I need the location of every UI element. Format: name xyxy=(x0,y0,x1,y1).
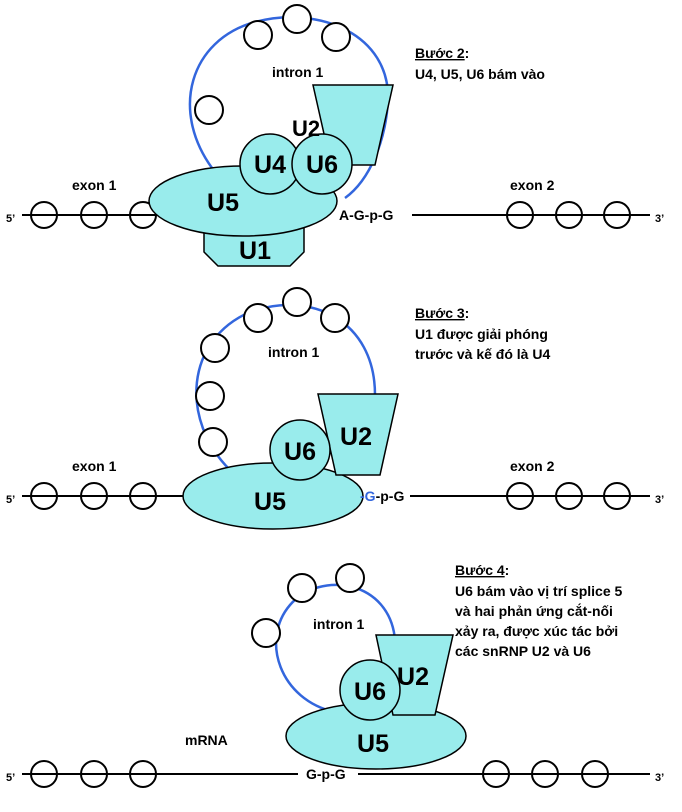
intron-bead xyxy=(287,573,317,603)
u6-label: U6 xyxy=(354,678,386,706)
intron-label: intron 1 xyxy=(313,616,365,632)
junction-gap xyxy=(298,764,358,784)
panel-step-2: U2 U4 U6 U5 U1 intron 1 exon 1 exon 2 A-… xyxy=(6,4,664,267)
panel-step-4: U2 U6 U5 intron 1 mRNA G-p-G 5’ 3’ Bước … xyxy=(6,562,664,788)
u5-label: U5 xyxy=(357,730,389,758)
exon-bead xyxy=(30,482,58,510)
junction-label: A-G-p-G xyxy=(339,207,394,223)
u2-label: U2 xyxy=(397,663,429,691)
step-4-desc-line: và hai phản ứng cắt-nối xyxy=(455,602,613,619)
step-3-title: Bước 3: xyxy=(415,305,469,321)
exon-bead xyxy=(80,482,108,510)
intron-label: intron 1 xyxy=(272,64,324,80)
exon-bead xyxy=(30,760,58,788)
intron-bead xyxy=(243,303,273,333)
five-prime-label: 5’ xyxy=(6,213,15,225)
junction-label: G-p-G xyxy=(306,766,346,782)
exon-bead xyxy=(482,760,510,788)
u6-label: U6 xyxy=(284,438,316,466)
exon-bead xyxy=(129,482,157,510)
exon-bead xyxy=(80,201,108,229)
u1-label: U1 xyxy=(239,237,271,265)
five-prime-label: 5’ xyxy=(6,772,15,784)
intron-bead xyxy=(321,22,351,52)
three-prime-label: 3’ xyxy=(655,213,664,225)
exon-bead xyxy=(555,482,583,510)
exon-bead xyxy=(506,201,534,229)
exon-2-label: exon 2 xyxy=(510,177,555,193)
junction-label: -G-p-G xyxy=(360,488,404,504)
three-prime-label: 3’ xyxy=(655,494,664,506)
step-4-desc-line: U6 bám vào vị trí splice 5 xyxy=(455,583,623,599)
mrna-label: mRNA xyxy=(185,732,228,748)
intron-loop xyxy=(274,583,397,714)
exon-bead xyxy=(581,760,609,788)
exon-1-label: exon 1 xyxy=(72,177,117,193)
step-4-desc-line: các snRNP U2 và U6 xyxy=(455,643,591,659)
exon-bead xyxy=(80,760,108,788)
step-3-desc-line: trước và kế đó là U4 xyxy=(415,346,550,362)
u4-label: U4 xyxy=(254,151,286,179)
exon-bead xyxy=(129,760,157,788)
step-2-desc-line: U4, U5, U6 bám vào xyxy=(415,66,545,82)
panel-step-3: U2 U6 U5 intron 1 exon 1 exon 2 -G-p-G 5… xyxy=(6,287,664,530)
u6-snrnp xyxy=(269,419,331,481)
intron-bead xyxy=(200,333,230,363)
intron-label: intron 1 xyxy=(268,344,320,360)
exon-2-label: exon 2 xyxy=(510,458,555,474)
three-prime-label: 3’ xyxy=(655,772,664,784)
intron-bead xyxy=(320,303,350,333)
u6-snrnp xyxy=(291,133,353,195)
intron-bead xyxy=(282,287,312,317)
step-3-desc-line: U1 được giải phóng xyxy=(415,326,548,342)
five-prime-label: 5’ xyxy=(6,494,15,506)
u5-label: U5 xyxy=(254,488,286,516)
exon-bead xyxy=(603,201,631,229)
exon-bead xyxy=(531,760,559,788)
u2-label: U2 xyxy=(340,423,372,451)
intron-bead xyxy=(195,381,225,411)
intron-bead xyxy=(194,95,224,125)
exon-1-label: exon 1 xyxy=(72,458,117,474)
exon-bead xyxy=(506,482,534,510)
step-4-desc-line: xảy ra, được xúc tác bởi xyxy=(455,623,618,639)
intron-bead xyxy=(251,618,281,648)
intron-bead xyxy=(282,4,312,34)
intron-bead xyxy=(335,563,365,593)
step-4-title: Bước 4: xyxy=(455,562,509,578)
exon-bead xyxy=(30,201,58,229)
u2-label: U2 xyxy=(292,116,320,141)
step-2-title: Bước 2: xyxy=(415,45,469,61)
exon-bead xyxy=(555,201,583,229)
u6-label: U6 xyxy=(306,151,338,179)
u5-label: U5 xyxy=(207,189,239,217)
intron-bead xyxy=(243,20,273,50)
exon-bead xyxy=(603,482,631,510)
u6-snrnp xyxy=(339,659,401,721)
intron-bead xyxy=(198,427,228,457)
